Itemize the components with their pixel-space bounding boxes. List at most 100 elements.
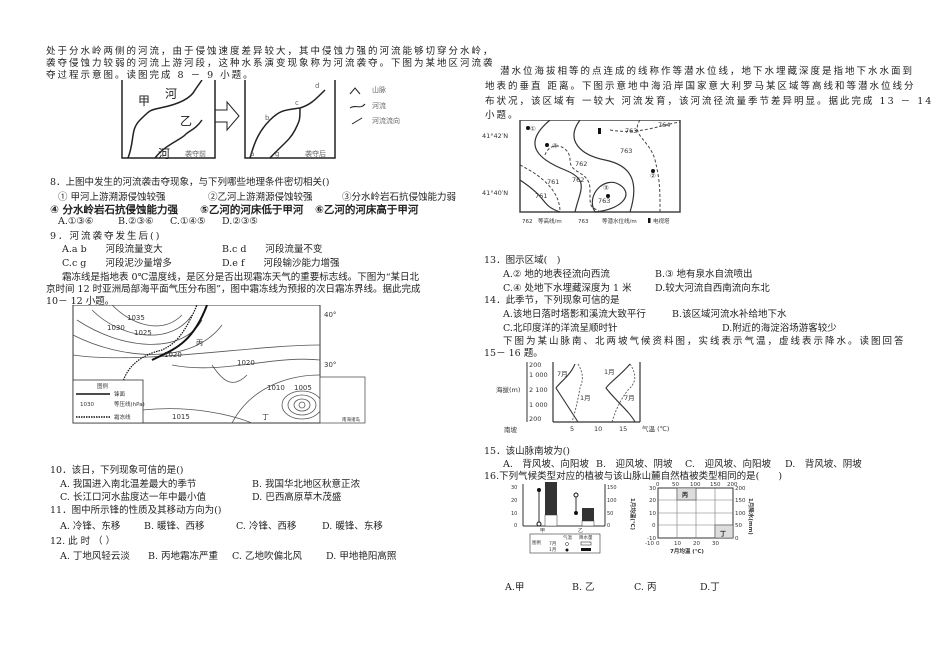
q9-option-d[interactable]: D.e f 河段输沙能力增强	[222, 258, 340, 269]
tick: 150	[710, 482, 721, 488]
tick: 50	[735, 523, 742, 529]
q15-option-b[interactable]: B. 迎风坡、阴坡	[596, 459, 673, 470]
ytick: 2 100	[529, 386, 548, 394]
intro-13-14-line: 小题。	[485, 110, 520, 121]
q11-stem: 11．图中所示锋的性质及其移动方向为()	[50, 505, 222, 516]
legend-contour: 等高线/m	[538, 217, 562, 225]
isobar-label: 1035	[127, 314, 145, 322]
contour-label: 763	[598, 197, 610, 205]
q8-cond: ① 甲河上游溯源侵蚀较强	[58, 192, 166, 203]
ytick: 100	[607, 498, 617, 504]
q12-stem: 12. 此 时 （ ）	[50, 536, 116, 547]
contour-label: 763	[620, 147, 632, 155]
tick: 0	[652, 523, 656, 529]
tick: 30	[712, 541, 719, 547]
intro-15-16-line: 下图为某山脉南、北两坡气候资料图，实线表示气温，虚线表示降水。读图回答	[503, 336, 906, 347]
isobar-label: 1030	[107, 324, 125, 332]
q14-option-a[interactable]: A.该地日落时塔影和溪流大致平行	[503, 309, 646, 320]
point-label: g	[275, 150, 279, 158]
tick: 20	[693, 541, 700, 547]
lat-label: 40°	[324, 311, 336, 319]
contour-label: 764	[658, 121, 670, 129]
q10-option-c[interactable]: C. 长江口河水盐度达一年中最小值	[60, 492, 206, 503]
point-label: d	[315, 82, 319, 90]
legend-front: 锋面	[114, 390, 126, 398]
q8-option-b[interactable]: B.②③⑥	[118, 216, 154, 227]
contour-label: 763	[625, 127, 637, 135]
point-1: ①	[530, 125, 536, 133]
q9-option-a[interactable]: A.a b 河段流量变大	[62, 244, 163, 255]
q14-option-c[interactable]: C.北印度洋的洋流呈顺时针	[503, 323, 618, 334]
q11-option-a[interactable]: A. 冷锋、东移	[60, 521, 121, 532]
q16-option-d[interactable]: D.丁	[700, 582, 720, 593]
q8-cond: ②乙河上游溯源侵蚀较强	[208, 192, 313, 203]
legend-flow: 河流流向	[372, 116, 400, 125]
tick: 20	[649, 498, 656, 504]
tick: 0	[656, 482, 660, 488]
q9-option-c[interactable]: C.c g 河段泥沙量增多	[62, 258, 172, 269]
q8-cond: ⑤乙河的河床低于甲河	[200, 204, 304, 216]
isobar-label: 1020	[237, 359, 255, 367]
q11-option-c[interactable]: C. 冷锋、西移	[236, 521, 297, 532]
q8-option-d[interactable]: D.②③⑤	[222, 216, 258, 227]
q9-option-b[interactable]: B.c d 河段流量不变	[222, 244, 323, 255]
q11-option-d[interactable]: D. 暖锋、东移	[322, 521, 383, 532]
q14-option-d[interactable]: D.附近的海淀浴场游客较少	[722, 323, 837, 334]
q12-option-b[interactable]: B. 丙地霜冻严重	[148, 551, 219, 562]
contour-map: 41°42′N 41°40′N ① ② ③ ④ 764 763 763 762 …	[482, 120, 681, 225]
tick: 150	[735, 498, 746, 504]
q9-stem: 9．河流袭夺发生后()	[50, 231, 162, 242]
q11-option-b[interactable]: B. 暖锋、西移	[144, 521, 205, 532]
q15-option-c[interactable]: C. 迎风坡、向阳坡	[685, 459, 771, 470]
legend-row: 7月	[549, 541, 556, 547]
q10-option-b[interactable]: B. 我国华北地区秋意正浓	[252, 479, 361, 490]
q13-stem: 13．图示区域( )	[484, 255, 561, 266]
tick: 100	[735, 511, 746, 517]
q8-option-c[interactable]: C.①④⑤	[170, 216, 206, 227]
q13-option-b[interactable]: B.③ 地有泉水自流喷出	[655, 269, 753, 280]
point-label: c	[295, 99, 299, 107]
y2label: 1月降水(mm)	[747, 498, 755, 535]
intro-10-12-line: 京时间 12 时亚洲局部海平面气压分布图”，图中霜冻线为预报的次日霜冻界线。据此…	[46, 284, 421, 295]
intro-15-16-line: 15－ 16 题。	[484, 348, 543, 359]
tick: 100	[690, 482, 701, 488]
q13-option-d[interactable]: D.较大河流自西南流向东北	[655, 283, 770, 294]
intro-10-12-line: 霜冻线是指地表 0℃温度线，是区分是否出现霜冻天气的重要标志线。下图为“某日北	[62, 272, 420, 283]
tick: 50	[672, 482, 679, 488]
intro-13-14-line: 地表的垂直 距离。下图示意地中海沿岸国家意大利罗马某区域等高线和等潜水位线分	[485, 81, 916, 92]
box-ding: 丁	[720, 531, 726, 538]
q8-option-a[interactable]: A.①③⑥	[58, 216, 94, 227]
q8-cond: ④ 分水岭岩石抗侵蚀能力强	[50, 204, 179, 216]
intro-8-9-line: 处于分水岭两侧的河流，由于侵蚀速度差异较大，其中侵蚀力强的河流能够切穿分水岭，	[46, 46, 495, 57]
contour-label: 762	[575, 160, 587, 168]
q12-option-a[interactable]: A. 丁地风轻云淡	[60, 551, 130, 562]
ytick: 50	[607, 511, 613, 517]
q16-option-a[interactable]: A.甲	[505, 582, 525, 593]
series-label: 1月	[604, 368, 615, 376]
q13-option-c[interactable]: C.④ 处地下水埋藏深度为 1 米	[503, 283, 632, 294]
xtick: 5	[570, 425, 574, 433]
weather-map: 1035 1030 1025 1020 1020 1015 1010 1005 …	[72, 305, 366, 424]
intro-13-14-line: 布状况，该区域有 一较大 河流发育，该河流径流量季节差异明显。据此完成 13 －…	[485, 96, 934, 107]
q13-option-a[interactable]: A.② 地的地表径流向西流	[503, 269, 610, 280]
q12-option-c[interactable]: C. 乙地吹偏北风	[232, 551, 302, 562]
contour-label: 761	[547, 178, 559, 186]
q14-option-b[interactable]: B.该区域河流水补给地下水	[672, 309, 787, 320]
tick: 200	[727, 482, 738, 488]
q10-option-d[interactable]: D. 巴西高原草木茂盛	[252, 492, 342, 503]
tick: 10	[674, 541, 681, 547]
tick: -10	[647, 536, 656, 542]
ytick: 20	[511, 498, 517, 504]
point-3: ③	[603, 184, 609, 192]
q15-option-d[interactable]: D. 背风坡、阴坡	[785, 459, 862, 470]
q10-option-a[interactable]: A. 我国进入南北温差最大的季节	[60, 479, 197, 490]
isobar-label: 1020	[164, 351, 182, 359]
q16-option-c[interactable]: C. 丙	[634, 582, 657, 593]
q16-option-b[interactable]: B. 乙	[572, 582, 595, 593]
q15-option-a[interactable]: A. 背风坡、向阳坡	[503, 459, 589, 470]
q8-cond: ⑥乙河的河床高于甲河	[315, 204, 419, 216]
tick: 0	[735, 536, 739, 542]
tick: 0	[656, 541, 660, 547]
q12-option-d[interactable]: D. 甲地艳阳高照	[326, 551, 397, 562]
q16-bar-chart: 30 20 10 0 150 100 50 0 甲 乙 图例 气温 降水量 7月…	[511, 482, 617, 554]
